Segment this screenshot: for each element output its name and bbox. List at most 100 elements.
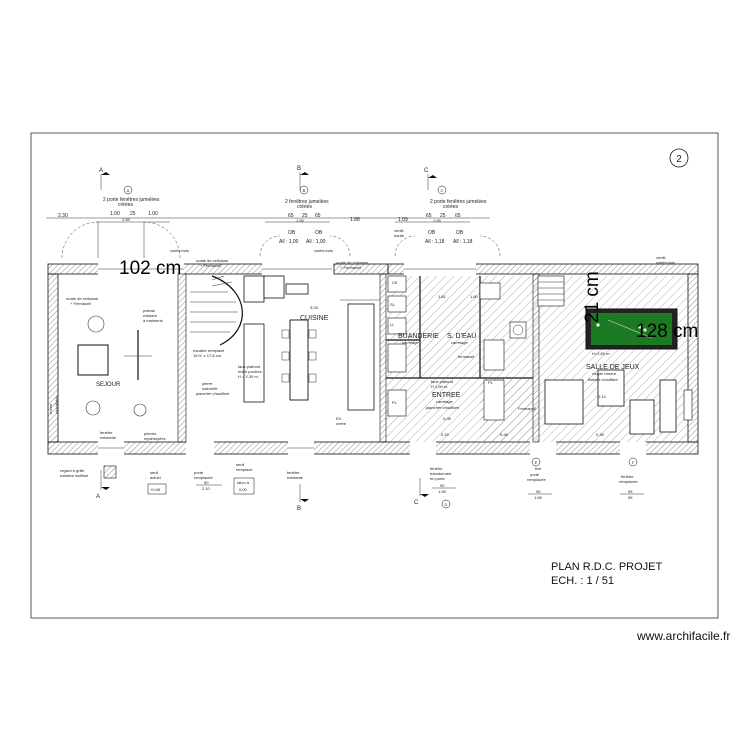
fermacell-r: Fermacell bbox=[518, 406, 536, 411]
note-a: 2 porte fenêtres jumelées bbox=[103, 197, 160, 203]
fenetre-transformee-3: en porte bbox=[430, 476, 445, 481]
fenetre-transformee: fenêtre bbox=[430, 466, 443, 471]
salle-floor2: flottant chauffant bbox=[588, 377, 618, 382]
section-markers-bottom: A B C D E F bbox=[96, 457, 638, 512]
ventil-1b: haute bbox=[394, 233, 405, 238]
seuil-remplace: seuil bbox=[236, 462, 244, 467]
faux-plafond: faux-plafond bbox=[238, 364, 260, 369]
label-ev2: créée bbox=[336, 421, 347, 426]
dimension-chain-top: 2.30 1.00 25 1.00 2.65 65 25 65 1.55 1.8… bbox=[46, 211, 490, 245]
transf-dim-2: 1.95 bbox=[438, 489, 447, 494]
dim-155: 1.55 bbox=[296, 218, 305, 223]
level-1: 0,05 bbox=[443, 416, 452, 421]
seau-floor: carrelage bbox=[451, 340, 468, 345]
measure-128cm: 128 cm bbox=[636, 321, 698, 342]
fixe-2: porte bbox=[530, 472, 540, 477]
dim-265: 2.65 bbox=[122, 217, 131, 222]
fenetre-remplacee: fenêtre bbox=[621, 474, 634, 479]
label-sl: SL bbox=[390, 302, 396, 307]
door-swings-top bbox=[61, 221, 501, 259]
transf-dim-1: 90 bbox=[440, 483, 445, 488]
dim-65c: 65 bbox=[426, 213, 432, 219]
room-sejour: SEJOUR bbox=[96, 382, 121, 388]
volets-1: volets bois bbox=[170, 248, 189, 253]
room-seau: S. D'EAU bbox=[447, 333, 476, 340]
ouate-1: ouate de cellulose bbox=[196, 258, 229, 263]
plan-notes: volets bois volets bois volets bois ouat… bbox=[48, 228, 675, 480]
fixe: fixe bbox=[535, 466, 542, 471]
measure-21cm: 21 cm bbox=[582, 271, 603, 323]
title-block: PLAN R.D.C. PROJET ECH. : 1 / 51 bbox=[551, 561, 663, 587]
note-c2: créées bbox=[443, 204, 459, 210]
plancher: plancher chauffant bbox=[195, 391, 230, 396]
section-a-top: A bbox=[99, 168, 103, 174]
pierres-rej-2: rejointoyées bbox=[144, 436, 166, 441]
ventil-3: ventil. bbox=[656, 255, 666, 260]
section-markers-top: A B C A B C bbox=[99, 166, 447, 195]
staircase bbox=[190, 275, 565, 346]
cuisine-h: 3,03 bbox=[310, 305, 319, 310]
ouate-2: ouate de cellulose bbox=[336, 260, 369, 265]
faux-plafond-entree-2: H 2,50 m. bbox=[431, 384, 448, 389]
fenetre-transformee-2: transformée bbox=[430, 471, 452, 476]
ob-2: OB bbox=[315, 230, 323, 236]
talon-2: 0,00 bbox=[239, 487, 248, 492]
dim-155b: 1.55 bbox=[433, 218, 442, 223]
volets-2: volets bois bbox=[314, 248, 333, 253]
volets-3: volets bois bbox=[656, 260, 675, 265]
allege-4: All : 1,18 bbox=[453, 239, 473, 245]
regard-2: existant inutilisé bbox=[60, 473, 89, 478]
level-2: 0,15 bbox=[441, 432, 450, 437]
room-cuisine: CUISINE bbox=[300, 315, 329, 322]
allege-3: All : 1,18 bbox=[425, 239, 445, 245]
porte-dim-2: 2.10 bbox=[202, 486, 211, 491]
section-c-bottom: C bbox=[414, 500, 419, 506]
porte-dim-1: 90 bbox=[204, 480, 209, 485]
pierre-2: naturelle bbox=[202, 386, 218, 391]
ouate-1b: + Fermacell bbox=[200, 263, 221, 268]
plan-scale: ECH. : 1 / 51 bbox=[551, 575, 614, 587]
label-ll: LL bbox=[390, 322, 395, 327]
ob-4: OB bbox=[456, 230, 464, 236]
faux-plafond-3: H = 2,30 m. bbox=[238, 374, 259, 379]
section-b-bottom: B bbox=[297, 506, 301, 512]
dim-25b: 25 bbox=[302, 213, 308, 219]
faux-plafond-2: entre poutres bbox=[238, 369, 262, 374]
ouate-3: ouate de cellulose bbox=[66, 296, 99, 301]
note-a2: créées bbox=[118, 202, 134, 208]
sheet-number-badge: 2 bbox=[669, 148, 689, 168]
dim-188: 1.88 bbox=[350, 217, 360, 223]
room-entree: ENTREE bbox=[432, 392, 461, 399]
plan-title: PLAN R.D.C. PROJET bbox=[551, 561, 663, 573]
fenetre-existante-2: fenêtre bbox=[287, 470, 300, 475]
ecran-2: chauffable bbox=[54, 395, 59, 414]
measure-102cm: 102 cm bbox=[119, 258, 181, 279]
note-b: 2 fenêtres jumelées bbox=[285, 199, 329, 205]
tag-e: E bbox=[535, 460, 538, 465]
level-4: 0,35 bbox=[596, 432, 605, 437]
seuil-actuel-2: actuel bbox=[150, 475, 161, 480]
poteau: poteau bbox=[143, 308, 155, 313]
fermacell-seau: fermacell bbox=[458, 354, 474, 359]
seuil-actuel: seuil bbox=[150, 470, 158, 475]
fixe-dim-2: 1.65 bbox=[534, 495, 543, 500]
talon: talon à bbox=[237, 480, 250, 485]
top-window-notes: 2 porte fenêtres jumelées créées 2 fenêt… bbox=[103, 197, 487, 210]
ob-3: OB bbox=[428, 230, 436, 236]
fenetre-existante-1b: existante bbox=[100, 435, 117, 440]
dim-65d: 65 bbox=[455, 213, 461, 219]
fenetre-r-dim-2: 95 bbox=[628, 495, 633, 500]
seuil-remplace-2: remplacé bbox=[236, 467, 253, 472]
dim-100b: 1.00 bbox=[148, 211, 158, 217]
note-b2: créées bbox=[297, 204, 313, 210]
dim-25c: 25 bbox=[440, 213, 446, 219]
tag-c: C bbox=[441, 188, 444, 193]
room-salle-jeux: SALLE DE JEUX bbox=[586, 364, 640, 371]
buanderie-floor: carrelage bbox=[402, 340, 419, 345]
level-5: 0,38 bbox=[500, 432, 509, 437]
note-c: 2 porte fenêtres jumelées bbox=[430, 199, 487, 205]
ventil-1: ventil. bbox=[394, 228, 404, 233]
pierres-rej: pierres bbox=[144, 431, 156, 436]
fixe-dim-1: 95 bbox=[536, 489, 541, 494]
dim-230: 2.30 bbox=[58, 213, 68, 219]
